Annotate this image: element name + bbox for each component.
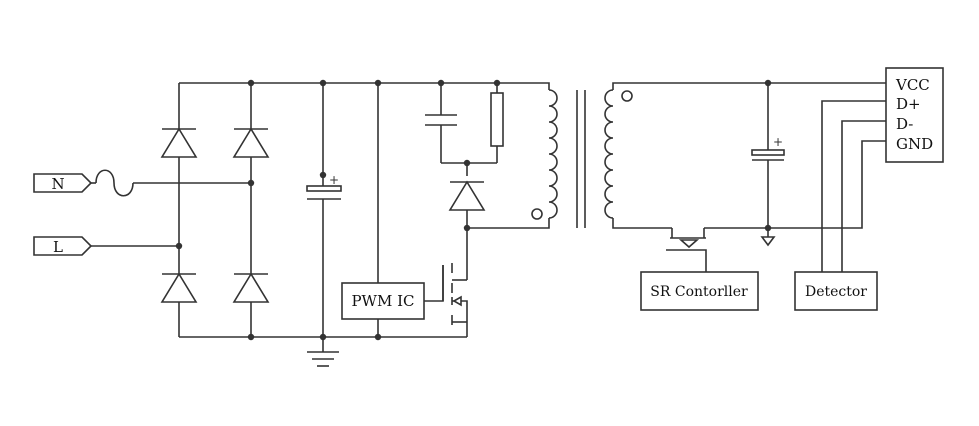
usb-pin-gnd: GND bbox=[896, 135, 933, 153]
snubber-capacitor bbox=[425, 114, 457, 126]
sr-controller-label: SR Contorller bbox=[650, 284, 748, 300]
primary-mosfet bbox=[442, 263, 462, 325]
secondary-wiring bbox=[612, 82, 886, 272]
transformer-primary-winding bbox=[548, 89, 558, 219]
sr-mosfet bbox=[678, 239, 700, 249]
primary-wiring bbox=[91, 82, 550, 352]
detector-label: Detector bbox=[805, 284, 867, 300]
usb-pin-vcc: VCC bbox=[895, 76, 930, 94]
input-label-n: N bbox=[51, 175, 64, 193]
fuse-symbol bbox=[95, 169, 134, 197]
usb-connector-block: VCC D+ D- GND bbox=[885, 67, 944, 163]
input-terminal-l: L bbox=[33, 236, 93, 256]
bridge-diode-bottom-right bbox=[232, 272, 270, 303]
input-terminal-n: N bbox=[33, 173, 93, 193]
usb-pin-dplus: D+ bbox=[896, 95, 921, 113]
secondary-junctions bbox=[764, 79, 772, 232]
bridge-diode-top-right bbox=[232, 127, 270, 158]
detector-block: Detector bbox=[794, 271, 878, 311]
usb-pin-dminus: D- bbox=[896, 115, 913, 133]
bulk-cap-polarity: + bbox=[329, 173, 339, 187]
secondary-polarity-dot bbox=[621, 90, 633, 102]
primary-polarity-dot bbox=[531, 208, 543, 220]
bulk-capacitor: + bbox=[306, 173, 342, 200]
bridge-diode-bottom-left bbox=[160, 272, 198, 303]
transformer bbox=[531, 89, 633, 228]
bridge-diode-top-left bbox=[160, 127, 198, 158]
output-cap-polarity: + bbox=[773, 135, 783, 149]
snubber-diode bbox=[448, 180, 486, 211]
sr-controller-block: SR Contorller bbox=[640, 271, 759, 311]
transformer-secondary-winding bbox=[604, 89, 614, 219]
input-label-l: L bbox=[53, 238, 63, 256]
primary-junctions bbox=[175, 79, 501, 341]
secondary-ground-symbol bbox=[760, 236, 776, 247]
pwm-ic-label: PWM IC bbox=[351, 292, 414, 310]
ground-symbol bbox=[307, 351, 339, 367]
pwm-ic-block: PWM IC bbox=[341, 282, 425, 320]
output-capacitor: + bbox=[751, 135, 785, 161]
snubber-resistor bbox=[490, 92, 504, 147]
